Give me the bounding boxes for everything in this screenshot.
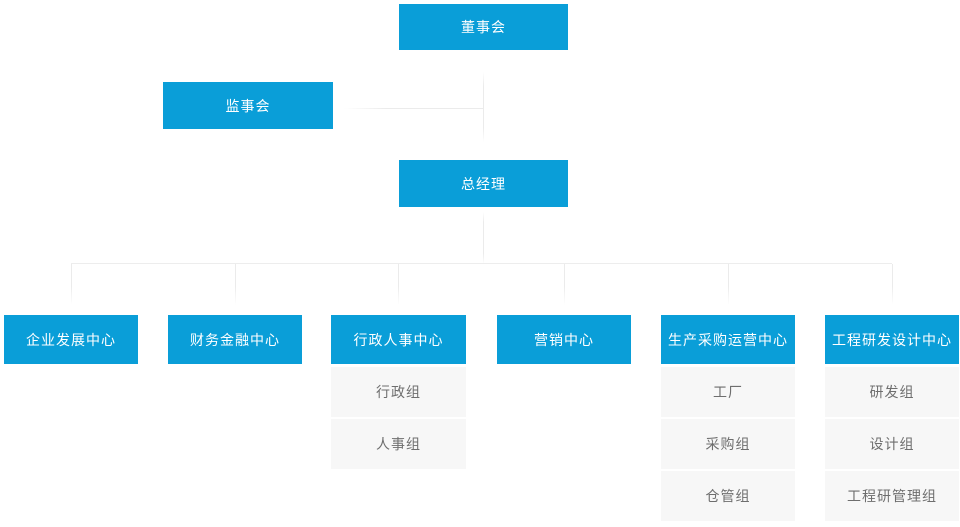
connector-drop-dept-1 (71, 264, 72, 305)
connector-drop-dept-6 (892, 264, 893, 305)
connector-supervisory-branch (344, 108, 484, 109)
dept-label: 财务金融中心 (190, 332, 280, 349)
group-label: 人事组 (376, 437, 421, 453)
node-board: 董事会 (399, 4, 568, 50)
connector-drop-dept-4 (564, 264, 565, 305)
dept-label: 工程研发设计中心 (832, 332, 952, 349)
group-label: 工程研管理组 (847, 489, 937, 505)
node-dept-marketing: 营销中心 (497, 315, 631, 364)
node-group-procurement: 采购组 (661, 419, 795, 469)
node-dept-enterprise-development: 企业发展中心 (4, 315, 138, 364)
group-label: 行政组 (376, 385, 421, 401)
node-group-admin: 行政组 (331, 367, 466, 417)
connector-gm-stem (483, 212, 484, 264)
dept-label: 企业发展中心 (26, 332, 116, 349)
node-group-warehouse: 仓管组 (661, 471, 795, 521)
group-label: 设计组 (869, 437, 915, 453)
node-supervisory-label: 监事会 (225, 98, 271, 115)
dept-label: 营销中心 (534, 332, 594, 349)
node-group-hr: 人事组 (331, 419, 466, 469)
node-group-engineering-management: 工程研管理组 (825, 471, 959, 521)
node-group-factory: 工厂 (661, 367, 795, 417)
group-label: 采购组 (705, 437, 751, 453)
connector-board-to-gm (483, 72, 484, 142)
connector-drop-dept-3 (398, 264, 399, 305)
connector-departments-rail (71, 263, 892, 264)
connector-drop-dept-2 (235, 264, 236, 305)
node-group-rd: 研发组 (825, 367, 959, 417)
node-group-design: 设计组 (825, 419, 959, 469)
node-dept-engineering-rd-design: 工程研发设计中心 (825, 315, 959, 364)
node-general-manager: 总经理 (399, 160, 568, 207)
connector-drop-dept-5 (728, 264, 729, 305)
node-dept-finance: 财务金融中心 (168, 315, 302, 364)
node-dept-production-procurement-operations: 生产采购运营中心 (661, 315, 795, 364)
group-label: 仓管组 (705, 489, 751, 505)
node-dept-admin-hr: 行政人事中心 (331, 315, 466, 364)
node-supervisory: 监事会 (163, 82, 333, 129)
group-label: 工厂 (713, 385, 743, 401)
dept-label: 行政人事中心 (353, 332, 444, 349)
dept-label: 生产采购运营中心 (668, 332, 788, 349)
node-board-label: 董事会 (461, 20, 506, 36)
group-label: 研发组 (869, 385, 915, 401)
node-general-manager-label: 总经理 (461, 176, 506, 193)
